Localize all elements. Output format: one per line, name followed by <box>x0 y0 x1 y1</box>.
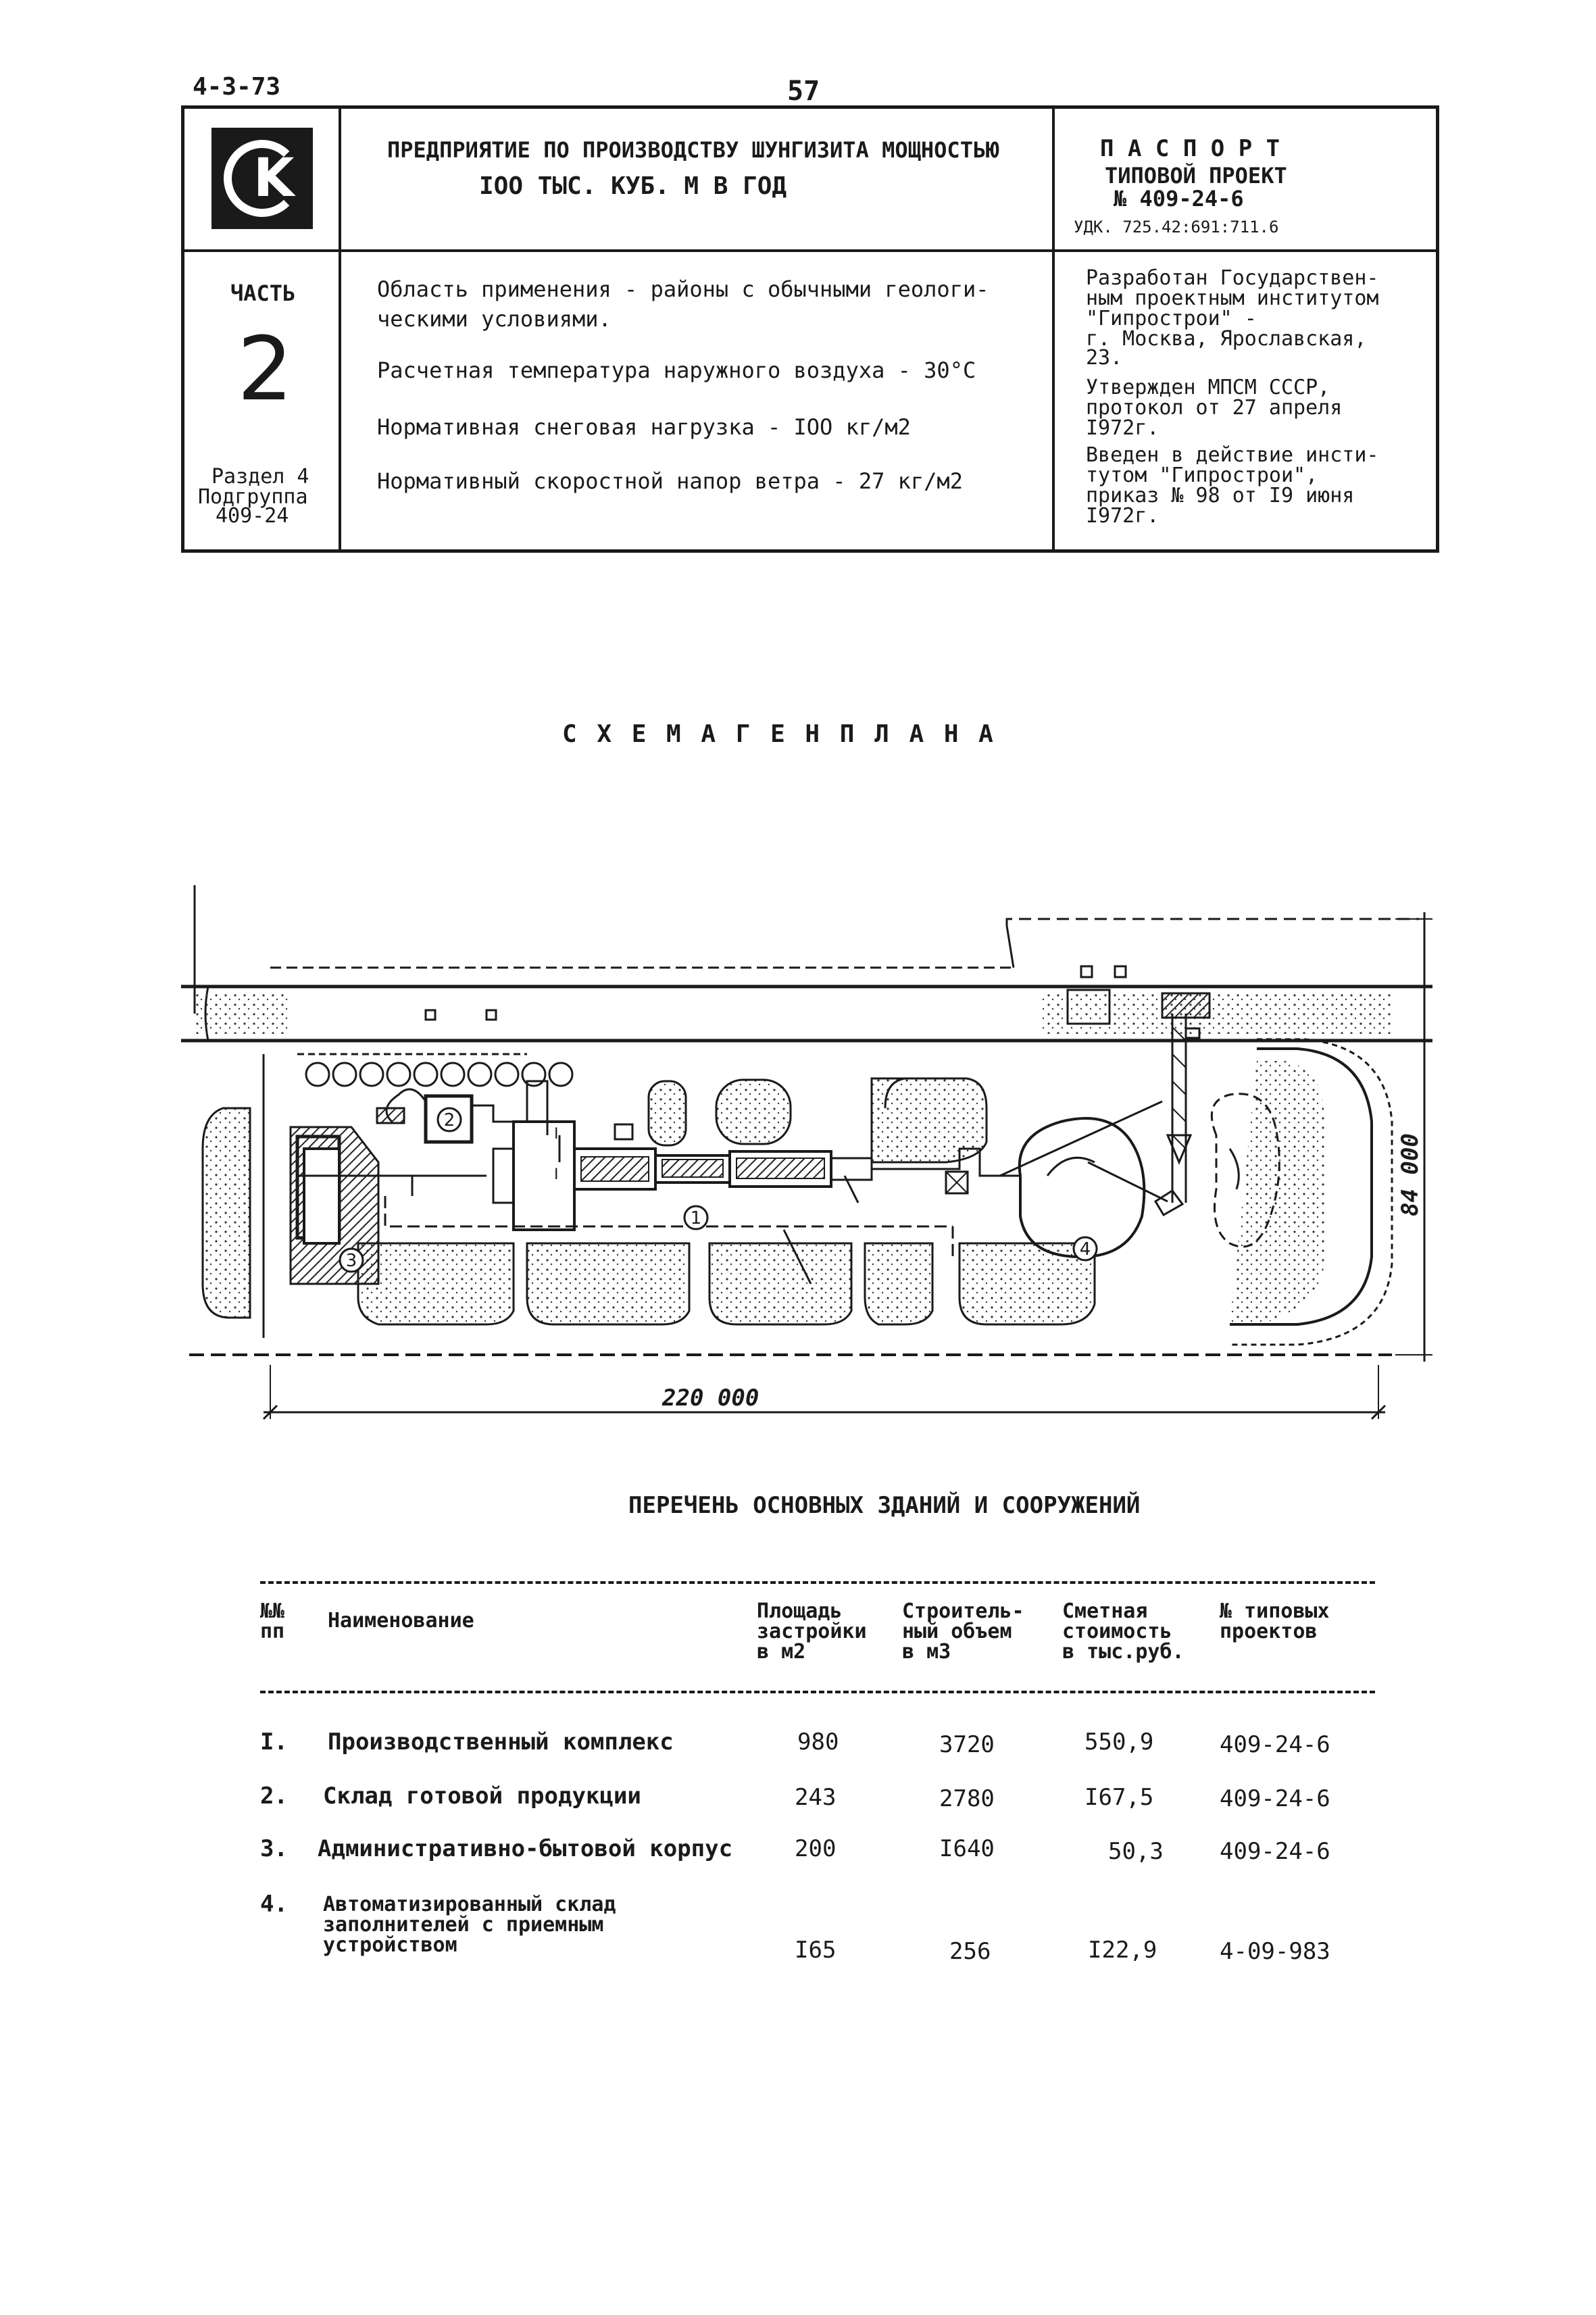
row-4-name-2: заполнителей с приемным <box>323 1913 604 1937</box>
table-header-rule <box>260 1691 1375 1693</box>
condition-4: Нормативная снеговая нагрузка - IOO кг/м… <box>377 414 911 440</box>
developer-line-3: "Гипрострои" - <box>1086 307 1257 330</box>
enacted-line-4: I972г. <box>1086 504 1159 528</box>
dimension-height: 84 000 <box>1397 1133 1424 1216</box>
header-volume-1: Строитель- <box>902 1599 1024 1623</box>
plan-title: С Х Е М А Г Е Н П Л А Н А <box>562 720 996 748</box>
row-4-num: 4. <box>260 1891 288 1918</box>
row-1-name: Производственный комплекс <box>328 1728 674 1756</box>
row-4-name-3: устройством <box>323 1933 457 1957</box>
row-4-project: 4-09-983 <box>1220 1938 1330 1965</box>
part-label: ЧАСТЬ <box>230 280 296 306</box>
header-area-1: Площадь <box>757 1599 843 1623</box>
marker-1: 1 <box>691 1208 702 1228</box>
header-cost-1: Сметная <box>1062 1599 1148 1623</box>
section-line-3: 409-24 <box>216 504 289 528</box>
title-line-1: ПРЕДПРИЯТИЕ ПО ПРОИЗВОДСТВУ ШУНГИЗИТА МО… <box>387 137 999 163</box>
row-2-area: 243 <box>795 1784 837 1811</box>
svg-text:I: I <box>554 1126 559 1143</box>
page-number: 57 <box>787 76 820 107</box>
row-2-cost: I67,5 <box>1084 1784 1154 1811</box>
developer-line-1: Разработан Государствен- <box>1086 266 1379 290</box>
approved-line-2: протокол от 27 апреля <box>1086 396 1343 420</box>
passport-label: П А С П О Р Т <box>1100 135 1280 162</box>
row-3-area: 200 <box>795 1835 837 1862</box>
list-title: ПЕРЕЧЕНЬ ОСНОВНЫХ ЗДАНИЙ И СООРУЖЕНИЙ <box>628 1492 1141 1519</box>
section-line-2: Подгруппа <box>198 485 308 509</box>
row-1-volume: 3720 <box>939 1731 995 1758</box>
part-number: 2 <box>237 318 293 420</box>
row-1-project: 409-24-6 <box>1220 1731 1330 1758</box>
marker-3: 3 <box>346 1251 357 1271</box>
udk-code: УДК. 725.42:691:711.6 <box>1074 218 1279 237</box>
developer-line-4: г. Москва, Ярославская, <box>1086 327 1367 351</box>
passport-header-table: СК K ПРЕДПРИЯТИЕ ПО ПРОИЗВОДСТВУ ШУНГИЗИ… <box>181 105 1439 553</box>
developer-line-2: ным проектным институтом <box>1086 287 1379 310</box>
developer-line-5: 23. <box>1086 346 1123 370</box>
site-plan-drawing: I I 2 3 1 4 220 000 84 000 <box>181 885 1432 1420</box>
dimension-width: 220 000 <box>662 1385 759 1412</box>
approved-line-1: Утвержден МПСМ СССР, <box>1086 376 1330 399</box>
row-1-cost: 550,9 <box>1084 1728 1154 1756</box>
marker-4: 4 <box>1080 1239 1091 1260</box>
row-2-project: 409-24-6 <box>1220 1785 1330 1812</box>
logo-k-icon: K <box>253 148 295 209</box>
project-number: № 409-24-6 <box>1114 186 1244 211</box>
header-volume-2: ный объем <box>902 1620 1012 1643</box>
table-top-rule <box>260 1581 1375 1584</box>
enacted-line-1: Введен в действие инсти- <box>1086 443 1379 467</box>
enacted-line-3: приказ № 98 от I9 июня <box>1086 484 1355 507</box>
header-cost-3: в тыс.руб. <box>1062 1640 1184 1664</box>
row-4-volume: 256 <box>949 1938 991 1965</box>
condition-3: Расчетная температура наружного воздуха … <box>377 357 976 383</box>
condition-2: ческими условиями. <box>377 306 612 332</box>
row-3-cost: 50,3 <box>1108 1838 1164 1865</box>
sk-logo: СК K <box>211 128 313 229</box>
header-num-2: пп <box>260 1620 285 1643</box>
row-3-num: 3. <box>260 1835 288 1862</box>
marker-2: 2 <box>444 1110 455 1130</box>
condition-5: Нормативный скоростной напор ветра - 27 … <box>377 468 963 494</box>
svg-text:I: I <box>554 1166 559 1183</box>
row-3-volume: I640 <box>939 1835 995 1862</box>
row-3-name: Административно-бытовой корпус <box>318 1835 733 1862</box>
row-2-name: Склад готовой продукции <box>323 1783 641 1810</box>
title-line-2: IOO ТЫС. КУБ. М В ГОД <box>479 172 787 200</box>
row-4-area: I65 <box>795 1937 837 1964</box>
enacted-line-2: тутом "Гипрострои", <box>1086 464 1318 487</box>
header-project-2: проектов <box>1220 1620 1318 1643</box>
header-area-3: в м2 <box>757 1640 806 1664</box>
header-name: Наименование <box>328 1609 474 1633</box>
row-4-name-1: Автоматизированный склад <box>323 1893 616 1916</box>
header-num-1: №№ <box>260 1599 285 1623</box>
row-3-project: 409-24-6 <box>1220 1838 1330 1865</box>
header-project-1: № типовых <box>1220 1599 1330 1623</box>
header-cost-2: стоимость <box>1062 1620 1172 1643</box>
row-1-area: 980 <box>797 1728 839 1756</box>
project-label: ТИПОВОЙ ПРОЕКТ <box>1105 163 1287 189</box>
row-2-num: 2. <box>260 1783 288 1810</box>
section-line-1: Раздел 4 <box>211 465 309 489</box>
condition-1: Область применения - районы с обычными г… <box>377 276 989 302</box>
row-2-volume: 2780 <box>939 1785 995 1812</box>
header-area-2: застройки <box>757 1620 867 1643</box>
approved-line-3: I972г. <box>1086 416 1159 440</box>
row-1-num: I. <box>260 1728 288 1756</box>
row-4-cost: I22,9 <box>1088 1937 1157 1964</box>
page-code: 4-3-73 <box>193 73 281 101</box>
header-volume-3: в м3 <box>902 1640 951 1664</box>
